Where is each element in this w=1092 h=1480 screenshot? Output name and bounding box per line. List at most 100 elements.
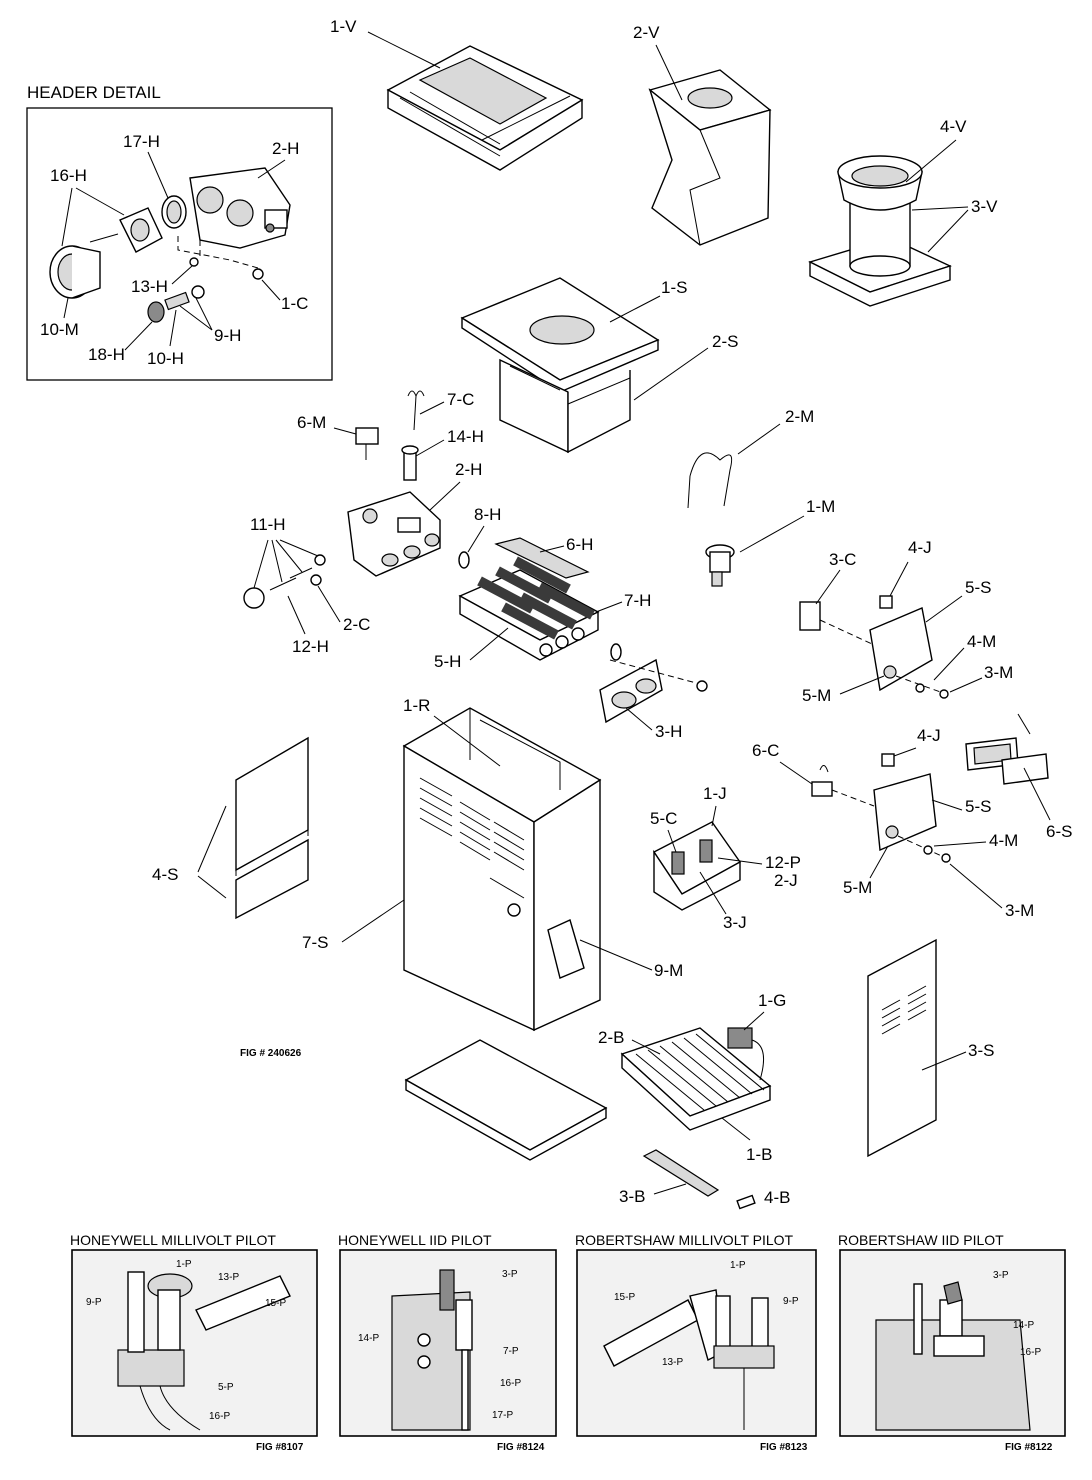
callout-2h-detail: 2-H bbox=[272, 139, 299, 158]
pilot3-callout-15p: 15-P bbox=[614, 1292, 635, 1303]
bracket-9m bbox=[547, 919, 585, 979]
callout-13h: 13-H bbox=[131, 277, 168, 296]
oring-8h bbox=[458, 551, 470, 569]
top-1s bbox=[460, 277, 660, 393]
jacket-7s bbox=[402, 707, 602, 1032]
callout-14h: 14-H bbox=[447, 427, 484, 446]
callout-5s-lower: 5-S bbox=[965, 797, 991, 816]
callout-18h: 18-H bbox=[88, 345, 125, 364]
vent-1v bbox=[386, 45, 584, 171]
header-2h bbox=[347, 491, 441, 577]
pilot1-callout-13p: 13-P bbox=[218, 1272, 239, 1283]
callout-1j: 1-J bbox=[703, 784, 727, 803]
callout-2h-main: 2-H bbox=[455, 460, 482, 479]
callout-2s: 2-S bbox=[712, 332, 738, 351]
baffle-6h bbox=[494, 537, 590, 579]
callout-2m: 2-M bbox=[785, 407, 814, 426]
callout-1m: 1-M bbox=[806, 497, 835, 516]
callout-6m: 6-M bbox=[297, 413, 326, 432]
callout-7h: 7-H bbox=[624, 591, 651, 610]
pilot3-callout-9p: 9-P bbox=[783, 1296, 799, 1307]
fitting-10m bbox=[49, 245, 101, 299]
drain-1c bbox=[252, 268, 264, 280]
header-body-drawing bbox=[189, 167, 291, 249]
header-detail-panel: HEADER DETAIL bbox=[26, 83, 333, 381]
callout-2v: 2-V bbox=[633, 23, 660, 42]
callout-5m-lower: 5-M bbox=[843, 878, 872, 897]
callout-8h: 8-H bbox=[474, 505, 501, 524]
callout-5c: 5-C bbox=[650, 809, 677, 828]
pilot1-callout-5p: 5-P bbox=[218, 1382, 234, 1393]
coil-2m bbox=[687, 452, 733, 509]
callout-10h-detail: 10-H bbox=[147, 349, 184, 368]
switch-1m bbox=[705, 544, 735, 587]
callout-5m-upper: 5-M bbox=[802, 686, 831, 705]
pilot4-callout-16p: 16-P bbox=[1020, 1347, 1041, 1358]
pilot-title-robertshaw-iid: ROBERTSHAW IID PILOT bbox=[838, 1232, 1004, 1248]
main-fig-label: FIG # 240626 bbox=[240, 1048, 302, 1059]
pilot-title-honeywell-iid: HONEYWELL IID PILOT bbox=[338, 1232, 492, 1248]
pilot-panel-robertshaw-millivolt: ROBERTSHAW MILLIVOLT PILOT 1-P 15-P 9-P … bbox=[575, 1232, 817, 1453]
thermowell-14h bbox=[401, 445, 419, 481]
oring-7h bbox=[610, 643, 622, 661]
pilot2-callout-16p: 16-P bbox=[500, 1378, 521, 1389]
pilot3-callout-13p: 13-P bbox=[662, 1357, 683, 1368]
callout-10m-detail: 10-M bbox=[40, 320, 79, 339]
pilot-panel-honeywell-millivolt: HONEYWELL MILLIVOLT PILOT 1-P 13-P 9-P 1… bbox=[70, 1232, 318, 1453]
control-bracket-lower bbox=[811, 753, 951, 863]
orifice-4b bbox=[736, 1194, 756, 1210]
control-bracket-upper bbox=[799, 595, 949, 699]
callout-1r: 1-R bbox=[403, 696, 430, 715]
callout-3c: 3-C bbox=[829, 550, 856, 569]
callout-1b: 1-B bbox=[746, 1145, 772, 1164]
valve-6m bbox=[355, 427, 379, 460]
valve-9h bbox=[147, 285, 205, 323]
pilot1-callout-9p: 9-P bbox=[86, 1297, 102, 1308]
frame-2s bbox=[499, 358, 631, 454]
pilot4-callout-14p: 14-P bbox=[1013, 1320, 1034, 1331]
pressure-relief-11h bbox=[243, 554, 326, 609]
callout-3m-upper: 3-M bbox=[984, 663, 1013, 682]
callout-6h: 6-H bbox=[566, 535, 593, 554]
callout-3v: 3-V bbox=[971, 197, 998, 216]
pilot2-callout-3p: 3-P bbox=[502, 1269, 518, 1280]
pilot1-fig: FIG #8107 bbox=[256, 1442, 304, 1453]
callout-9m: 9-M bbox=[654, 961, 683, 980]
vent-2v bbox=[648, 69, 772, 246]
callout-12h: 12-H bbox=[292, 637, 329, 656]
callout-4m-lower: 4-M bbox=[989, 831, 1018, 850]
pilot-panel-honeywell-iid: HONEYWELL IID PILOT 3-P 14-P 7-P 16-P 17… bbox=[338, 1232, 557, 1453]
door-3s bbox=[867, 938, 937, 1158]
callout-11h: 11-H bbox=[250, 515, 286, 534]
callout-4s: 4-S bbox=[152, 865, 178, 884]
sight-glass-6s bbox=[965, 737, 1049, 785]
callout-3h: 3-H bbox=[655, 722, 682, 741]
return-header-3h bbox=[599, 658, 663, 724]
heat-exchanger-5h bbox=[458, 556, 600, 661]
header-detail-frame bbox=[26, 107, 333, 381]
callout-2c: 2-C bbox=[343, 615, 370, 634]
panel-4s bbox=[235, 736, 309, 920]
pilot2-callout-14p: 14-P bbox=[358, 1333, 379, 1344]
base-tray bbox=[404, 1039, 608, 1161]
callout-1v: 1-V bbox=[330, 17, 357, 36]
pilot-title-robertshaw-millivolt: ROBERTSHAW MILLIVOLT PILOT bbox=[575, 1232, 794, 1248]
callout-16h: 16-H bbox=[50, 166, 87, 185]
burner-3b bbox=[642, 1149, 720, 1197]
callout-1s: 1-S bbox=[661, 278, 687, 297]
callout-4j-upper: 4-J bbox=[908, 538, 932, 557]
callout-9h: 9-H bbox=[214, 326, 241, 345]
thermostat-7c bbox=[407, 390, 425, 431]
callout-12p: 12-P bbox=[765, 853, 801, 872]
callout-7s: 7-S bbox=[302, 933, 328, 952]
pilot-panel-robertshaw-iid: ROBERTSHAW IID PILOT 3-P 14-P 16-P FIG #… bbox=[838, 1232, 1066, 1453]
callout-3b: 3-B bbox=[619, 1187, 645, 1206]
callout-5s-upper: 5-S bbox=[965, 578, 991, 597]
pilot1-callout-1p: 1-P bbox=[176, 1259, 192, 1270]
pilot2-callout-17p: 17-P bbox=[492, 1410, 513, 1421]
callout-3j: 3-J bbox=[723, 913, 747, 932]
callout-4v: 4-V bbox=[940, 117, 967, 136]
callout-2b: 2-B bbox=[598, 1028, 624, 1047]
pilot4-callout-3p: 3-P bbox=[993, 1270, 1009, 1281]
